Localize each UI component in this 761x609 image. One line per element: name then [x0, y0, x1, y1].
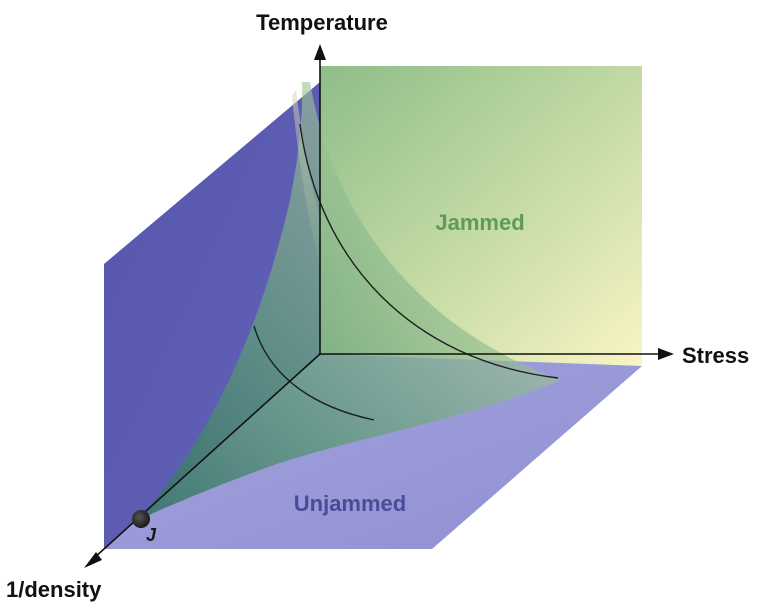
jamming-surface: [138, 82, 560, 520]
surface-contour-upper: [299, 123, 559, 379]
jamming-point-marker: [132, 510, 150, 528]
surface-top-highlight: [292, 90, 345, 300]
temperature-axis-label: Temperature: [256, 10, 388, 35]
unjammed-bottom-plane: [104, 354, 642, 549]
unjammed-left-plane: [104, 82, 320, 549]
inverse-density-axis-label: 1/density: [6, 577, 102, 602]
jamming-point-label: J: [146, 525, 157, 545]
jammed-region-label: Jammed: [435, 210, 524, 235]
axis-temperature: [314, 44, 326, 354]
axis-inverse-density: [84, 353, 321, 568]
stress-axis-label: Stress: [682, 343, 749, 368]
surface-contour-lower: [253, 325, 375, 421]
unjammed-region-label: Unjammed: [294, 491, 406, 516]
axis-stress: [320, 348, 674, 360]
